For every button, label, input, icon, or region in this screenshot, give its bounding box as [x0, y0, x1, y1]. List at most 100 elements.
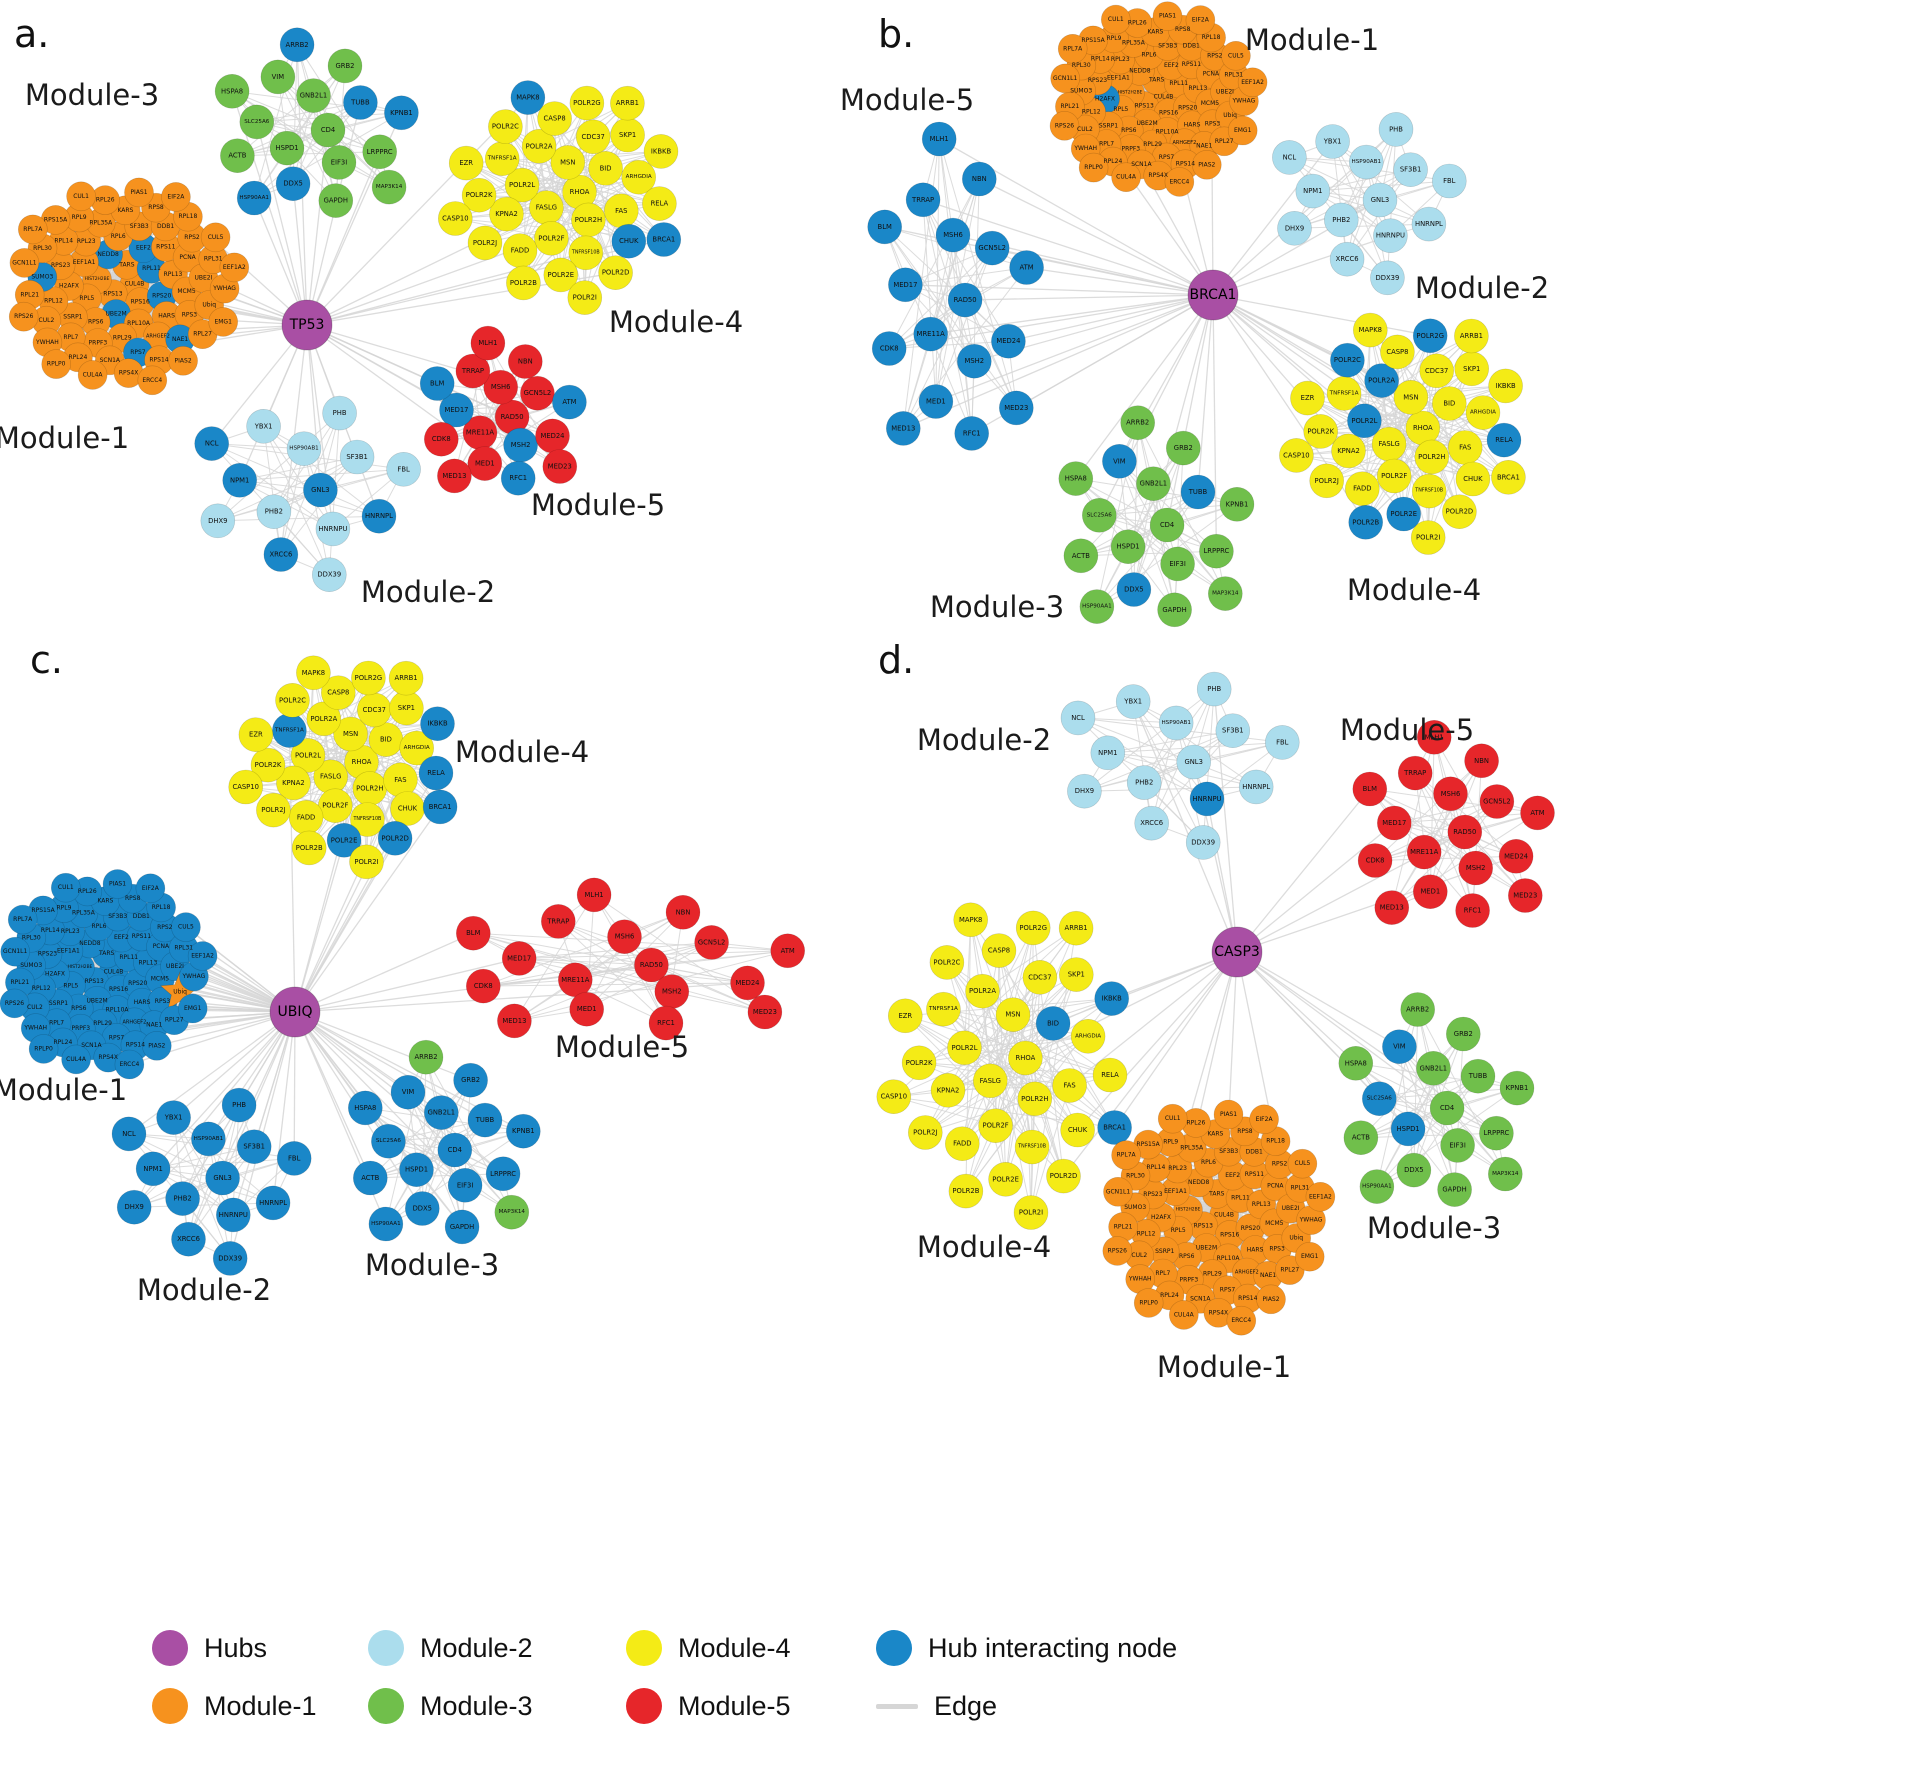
network-node [220, 138, 255, 173]
node-label: CUL2 [27, 1004, 43, 1011]
node-label: RPS14 [1238, 1295, 1257, 1302]
node-label: Ubiq [1289, 1235, 1303, 1242]
node-label: DHX9 [1075, 787, 1094, 795]
node-label: PCNA [1203, 70, 1220, 77]
node-label: RPL24 [69, 354, 88, 361]
network-node [1196, 671, 1232, 707]
node-label: CHUK [619, 237, 639, 245]
node-label: RPL12 [32, 985, 51, 992]
node-label: POLR2I [354, 858, 378, 866]
node-label: DDB1 [133, 913, 150, 920]
node-label: SF3B3 [130, 223, 149, 230]
network-node [51, 872, 81, 903]
node-label: DHX9 [208, 517, 227, 525]
node-label: RPS14 [1176, 161, 1195, 168]
node-label: BRCA1 [429, 803, 452, 811]
network-node [333, 716, 368, 752]
network-node [520, 375, 555, 411]
node-label: RPL26 [78, 888, 97, 895]
network-node [1052, 1068, 1087, 1103]
network-node [1103, 1177, 1133, 1207]
module-label: Module-4 [609, 305, 743, 339]
node-label: RPS20 [128, 980, 147, 987]
network-node [1185, 5, 1216, 35]
node-label: POLR2J [261, 806, 285, 814]
network-node [552, 384, 587, 420]
node-label: MED24 [996, 337, 1020, 345]
network-node [111, 1116, 147, 1152]
node-label: MRE11A [1410, 848, 1439, 856]
node-label: RPL29 [1203, 1271, 1222, 1278]
node-label: UBE2M [105, 311, 126, 318]
module-label: Module-5 [555, 1030, 689, 1064]
node-label: UBE2I [194, 275, 212, 282]
network-node [1400, 992, 1435, 1027]
node-label: PIAS2 [1198, 161, 1215, 168]
network-node [371, 1123, 406, 1159]
node-label: RPS7 [130, 349, 146, 356]
hub-node [281, 299, 333, 351]
network-node [256, 494, 292, 530]
node-label: ACTB [1072, 552, 1090, 560]
network-node [423, 421, 459, 457]
network-node [1079, 589, 1115, 624]
node-label: RAD50 [954, 296, 977, 304]
network-node [1499, 1070, 1535, 1106]
network-node [303, 472, 338, 508]
node-label: RPS3 [182, 311, 198, 318]
node-label: POLR2J [473, 239, 497, 247]
network-node [1097, 1110, 1132, 1145]
node-label: GCN1L1 [1106, 1188, 1130, 1195]
node-label: CUL4A [1116, 174, 1137, 181]
legend-item-label: Module-4 [678, 1632, 791, 1663]
network-node [497, 1003, 532, 1039]
node-label: RAD50 [501, 413, 524, 421]
node-label: RPS23 [1088, 77, 1107, 84]
network-node [504, 167, 540, 203]
node-label: POLR2B [296, 844, 323, 852]
node-label: RPS15A [1136, 1141, 1160, 1148]
network-node [930, 1073, 966, 1108]
node-label: RPL23 [1168, 1165, 1187, 1172]
network-node [200, 222, 231, 253]
network-node [318, 183, 354, 218]
network-node [1219, 486, 1255, 522]
network-node [116, 1189, 152, 1225]
network-node [575, 119, 611, 155]
node-label: RPS16 [1220, 1231, 1239, 1238]
network-node [1458, 850, 1493, 886]
network-node [1049, 111, 1080, 141]
node-label: PRPF3 [1180, 1276, 1199, 1283]
node-label: CDK8 [474, 982, 493, 990]
network-node [467, 446, 503, 481]
node-label: MED23 [753, 1008, 777, 1016]
network-node [1416, 719, 1452, 755]
node-label: KPNA2 [1337, 447, 1360, 455]
node-label: KPNA2 [495, 210, 518, 218]
legend-item-hub-interacting-node: Hub interacting node [876, 1628, 1206, 1668]
network-node [177, 993, 208, 1024]
node-label: PIAS2 [175, 357, 192, 364]
network-node [171, 912, 201, 942]
network-node [1082, 497, 1117, 533]
network-node [171, 1221, 206, 1257]
node-label: RPL21 [11, 979, 30, 986]
node-label: HSPD1 [1397, 1125, 1420, 1133]
network-node [505, 1113, 541, 1149]
node-label: CUL4A [1174, 1311, 1195, 1318]
hub-label: TP53 [289, 317, 325, 333]
node-label: RPS4X [119, 370, 139, 377]
node-label: SCN1A [81, 1042, 102, 1049]
module-label: Module-5 [840, 83, 974, 117]
network-node [1017, 1081, 1053, 1117]
node-label: SKP1 [1068, 971, 1085, 979]
node-label: RPL29 [113, 334, 132, 341]
node-label: SSRP1 [49, 1000, 68, 1007]
network-node [646, 222, 682, 257]
node-label: VIM [272, 73, 285, 81]
node-label: POLR2H [1021, 1095, 1048, 1103]
network-node [447, 1168, 483, 1203]
network-node [200, 503, 236, 539]
node-label: CUL5 [178, 924, 194, 931]
node-label: HNRNPL [1415, 220, 1443, 228]
